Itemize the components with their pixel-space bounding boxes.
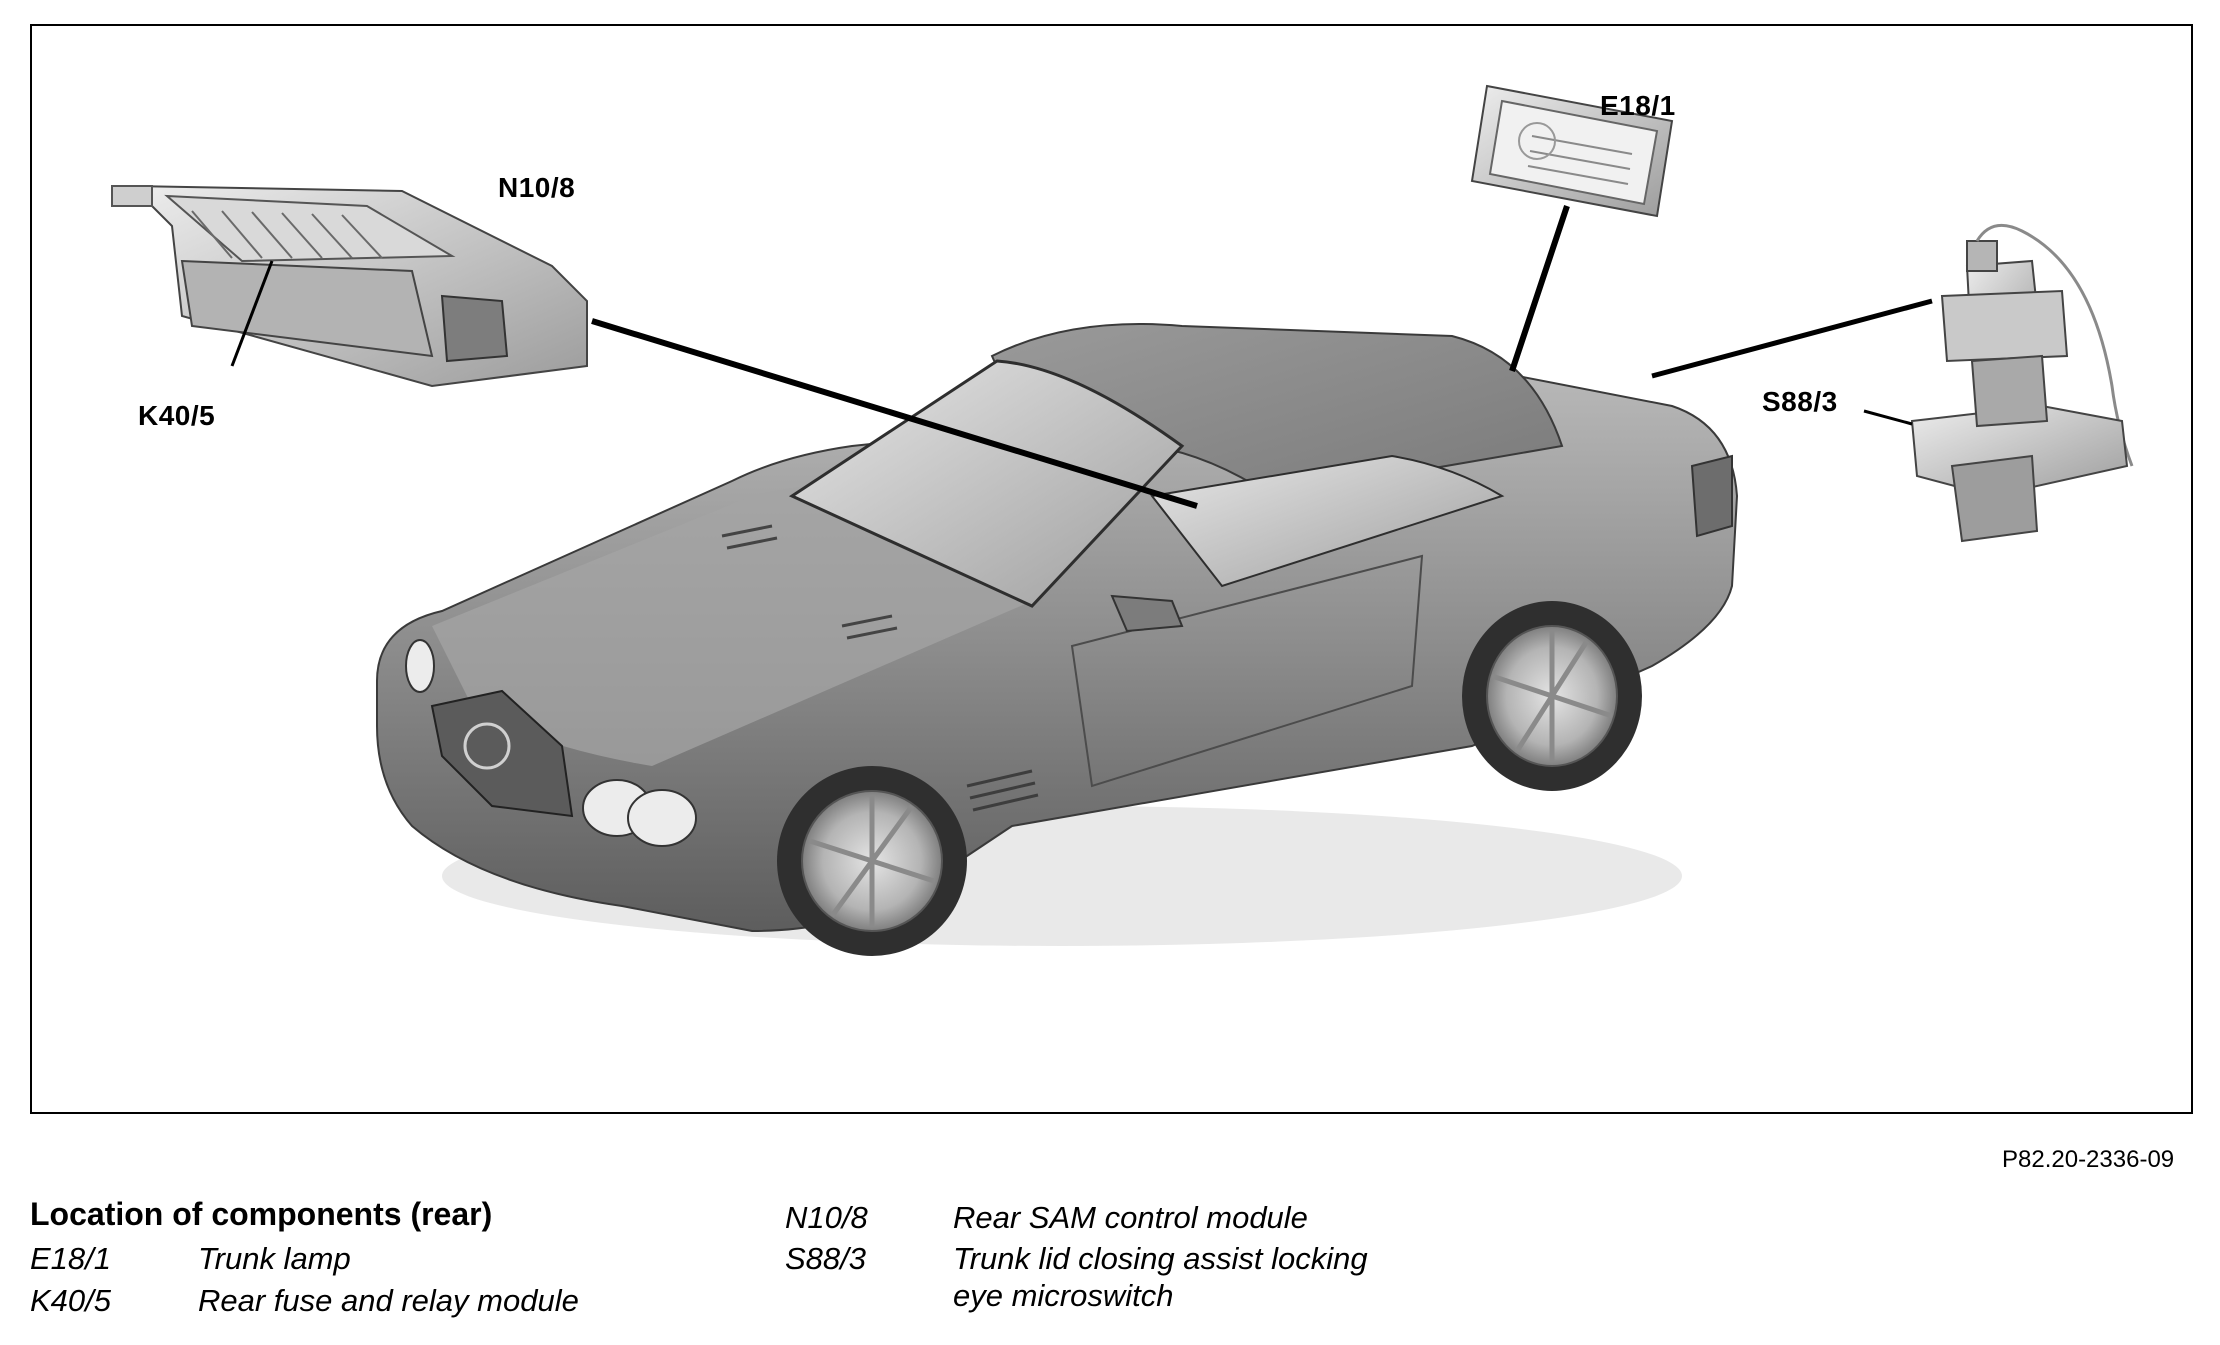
- legend-desc-k40-5: Rear fuse and relay module: [198, 1283, 579, 1318]
- leader-s88-3-tick: [1863, 409, 1913, 426]
- legend-desc-e18-1: Trunk lamp: [198, 1241, 351, 1276]
- leader-e18-1: [1509, 205, 1570, 372]
- leader-s88-3: [1651, 298, 1933, 379]
- trunk-lid-microswitch-illustration: [1910, 223, 2134, 543]
- legend-desc-s88-3: Trunk lid closing assist locking eye mic…: [953, 1241, 1368, 1313]
- component-location-illustration: [111, 84, 2134, 956]
- legend-code-k40-5: K40/5: [30, 1283, 112, 1318]
- rear-sam-module-illustration: [111, 184, 588, 388]
- callout-e18-1: E18/1: [1600, 90, 1676, 121]
- figure-code: P82.20-2336-09: [2002, 1146, 2175, 1173]
- leader-n10-8: [591, 318, 1198, 509]
- callout-n10-8: N10/8: [498, 172, 576, 203]
- illustration-frame: N10/8 K40/5 E18/1 S88/3: [30, 24, 2193, 1114]
- legend-code-s88-3: S88/3: [785, 1241, 867, 1276]
- leader-lines: [230, 205, 1933, 509]
- car-illustration: [376, 323, 1739, 956]
- leader-k40-5: [230, 260, 274, 367]
- trunk-lamp-illustration: [1470, 84, 1674, 218]
- callout-k40-5: K40/5: [138, 400, 216, 431]
- callout-s88-3: S88/3: [1762, 386, 1838, 417]
- legend-title: Location of components (rear): [30, 1196, 493, 1232]
- legend-desc-n10-8: Rear SAM control module: [953, 1200, 1308, 1235]
- legend-code-e18-1: E18/1: [30, 1241, 112, 1276]
- legend-code-n10-8: N10/8: [785, 1200, 868, 1235]
